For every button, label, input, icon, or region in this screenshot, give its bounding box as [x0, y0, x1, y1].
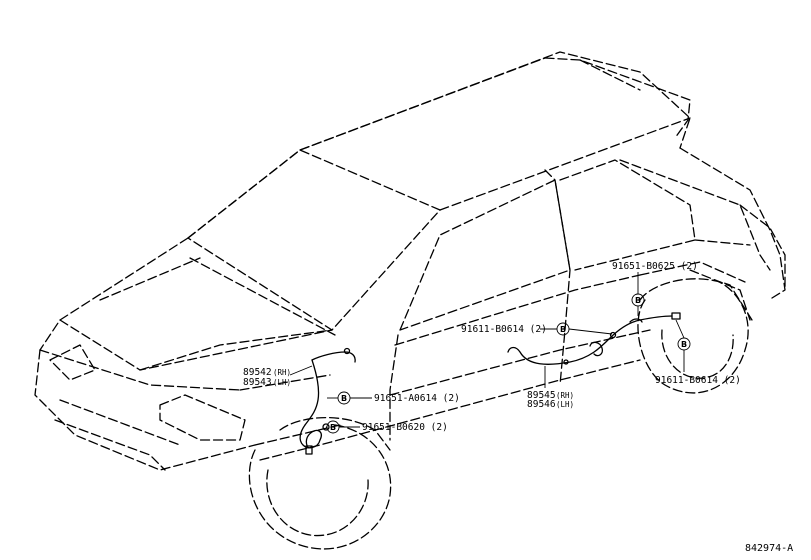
part-number-91611-B0614-lower: 91611-B0614 (2): [655, 375, 741, 386]
bubble-letter: B: [330, 423, 336, 432]
part-number-89545: 89545: [527, 390, 556, 401]
front-sensor-harness: [299, 347, 356, 455]
bubble-letter: B: [635, 296, 641, 305]
bubble-letter: B: [681, 340, 687, 349]
side-rh: (RH): [273, 368, 291, 377]
part-number-91651-B0625: 91651-B0625 (2): [612, 261, 698, 272]
figure-id: 842974-A: [745, 543, 793, 554]
rear-sensor-harness: [507, 312, 681, 365]
side-lh: (LH): [556, 400, 574, 409]
bubble-letter: B: [341, 394, 347, 403]
callout-rear-mid: 91611-B0614 (2) B: [461, 322, 613, 336]
part-number-91611-B0614-upper: 91611-B0614 (2): [461, 324, 547, 335]
callout-rear-lower: B 91611-B0614 (2): [655, 319, 741, 386]
callout-front-lower: B 91651-B0620 (2): [326, 420, 448, 434]
side-rh: (RH): [556, 391, 574, 400]
part-number-89542: 89542: [243, 367, 272, 378]
part-number-91651-B0620: 91651-B0620 (2): [362, 422, 448, 433]
car-body: [34, 51, 786, 550]
bubble-letter: B: [560, 325, 566, 334]
callout-rear-top: 91651-B0625 (2) B: [612, 261, 698, 316]
label-rear-sensors: 89545 (RH) 89546 (LH): [527, 366, 574, 410]
part-number-89543: 89543: [243, 377, 272, 388]
side-lh: (LH): [273, 378, 291, 387]
callout-front-upper: B 91651-A0614 (2): [327, 391, 460, 405]
part-number-91651-A0614: 91651-A0614 (2): [374, 393, 460, 404]
part-number-89546: 89546: [527, 399, 556, 410]
label-front-sensors: 89542 (RH) 89543 (LH): [243, 365, 313, 388]
